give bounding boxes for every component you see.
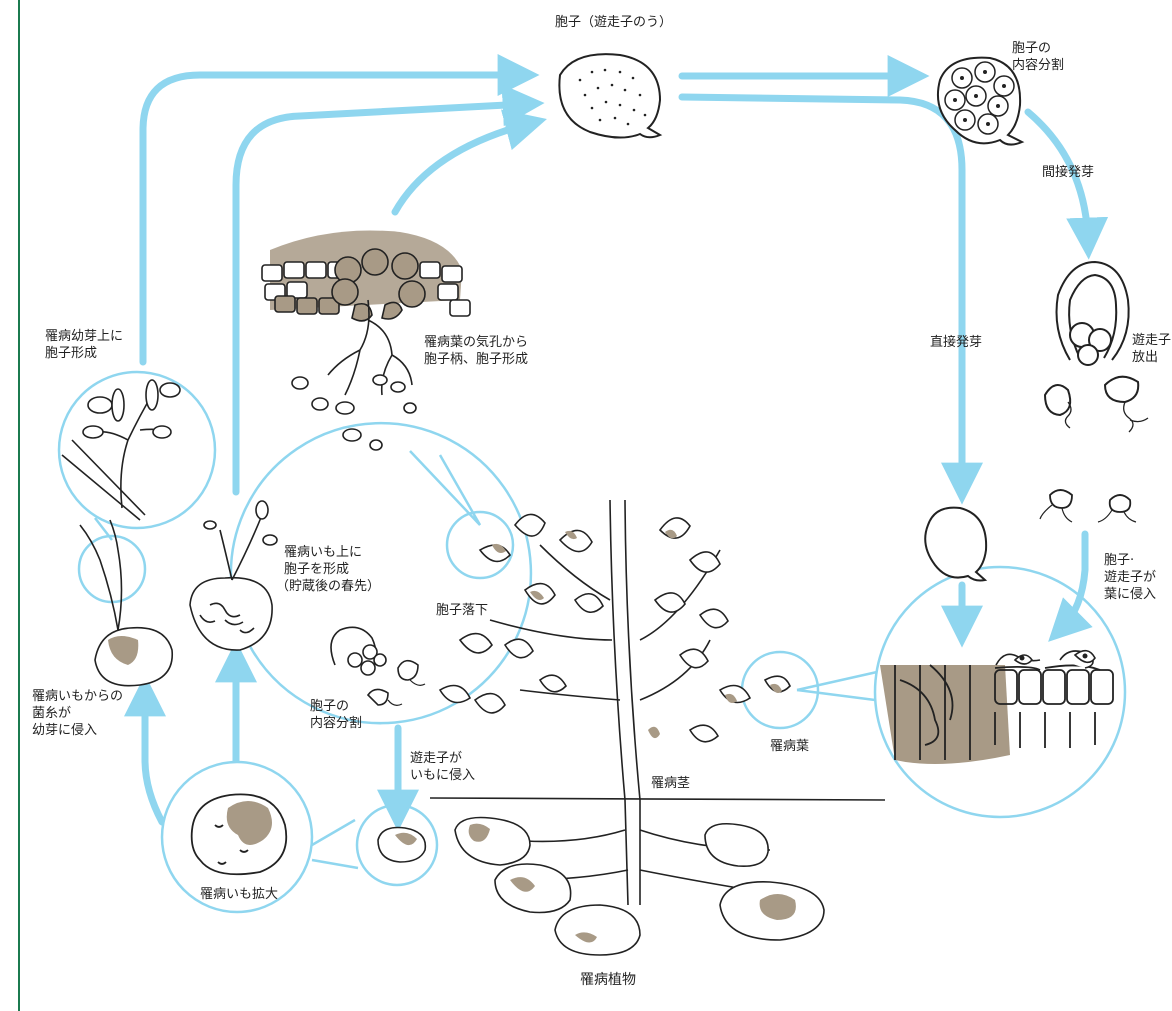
zoospores-floating — [1040, 490, 1136, 522]
label-invade-leaf-1: 胞子· — [1104, 552, 1134, 569]
spore-direct-germination — [925, 508, 986, 581]
label-leaf-stomata-2: 胞子柄、胞子形成 — [424, 351, 528, 368]
label-spore-division-mid-2: 内容分割 — [310, 715, 362, 732]
label-sprout-spore-1: 罹病幼芽上に — [45, 328, 123, 345]
arrow-sprout-to-spore — [143, 75, 520, 362]
arrow-leaf-to-spore — [395, 124, 528, 212]
label-mycelium-1: 罹病いもからの — [32, 688, 123, 705]
spore-divided — [938, 58, 1022, 145]
label-direct-germination: 直接発芽 — [930, 334, 982, 351]
label-diseased-stem: 罹病茎 — [651, 775, 690, 792]
label-tuber-spore-1: 罹病いも上に — [284, 544, 362, 561]
label-mycelium-2: 菌糸が — [32, 705, 71, 722]
label-diseased-plant: 罹病植物 — [580, 972, 636, 989]
arrow-zoospore-into-leaf — [1062, 534, 1085, 628]
label-sprout-spore-2: 胞子形成 — [45, 345, 97, 362]
label-diseased-tuber-enlarged: 罹病いも拡大 — [200, 886, 278, 903]
label-zoospore-tuber-1: 遊走子が — [410, 750, 462, 767]
leaf-stomata-callout — [231, 423, 531, 723]
label-zoospore-tuber-2: いもに侵入 — [410, 767, 475, 784]
spore-sporangium — [559, 54, 660, 137]
label-mycelium-3: 幼芽に侵入 — [32, 722, 97, 739]
label-zoospore-release-2: 放出 — [1132, 349, 1158, 366]
sprouting-tuber — [80, 520, 172, 686]
tuber-enlarged — [192, 794, 287, 874]
leaf-tissue-section — [880, 651, 1113, 764]
label-tuber-spore-2: 胞子を形成 — [284, 561, 349, 578]
tuber-small — [378, 828, 425, 863]
label-tuber-spore-3: （貯蔵後の春先） — [276, 578, 380, 595]
sprout-small-circle — [79, 536, 145, 602]
label-spore-top: 胞子（遊走子のう） — [555, 14, 672, 31]
label-zoospore-release-1: 遊走子 — [1132, 332, 1171, 349]
label-spore-division-top-1: 胞子の — [1012, 40, 1051, 57]
arrow-enlarged-to-sprout — [145, 694, 162, 822]
arrow-direct-germination — [682, 97, 962, 485]
label-invade-leaf-2: 遊走子が — [1104, 569, 1156, 586]
label-invade-leaf-3: 葉に侵入 — [1104, 586, 1156, 603]
label-spore-division-mid-1: 胞子の — [310, 698, 349, 715]
label-diseased-leaf: 罹病葉 — [770, 738, 809, 755]
label-indirect-germination: 間接発芽 — [1042, 164, 1094, 181]
label-leaf-stomata-1: 罹病葉の気孔から — [424, 334, 528, 351]
label-spore-fall: 胞子落下 — [436, 602, 488, 619]
label-spore-division-top-2: 内容分割 — [1012, 57, 1064, 74]
